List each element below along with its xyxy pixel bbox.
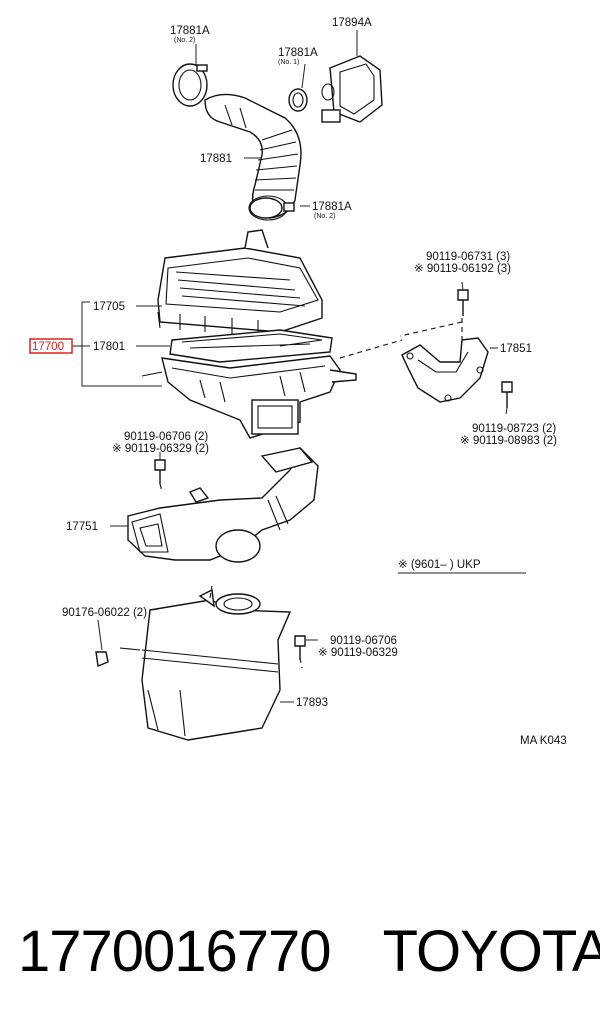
label-17851: 17851 — [500, 343, 532, 355]
label-17705: 17705 — [93, 301, 125, 313]
label-90119-06192: ※ 90119-06192 (3) — [414, 263, 511, 275]
air-hose-part[interactable] — [204, 93, 302, 219]
intake-duct-part[interactable] — [127, 446, 319, 563]
air-cleaner-case-part[interactable] — [141, 355, 357, 439]
label-90119-06329-2: ※ 90119-06329 (2) — [112, 443, 209, 455]
bracket-part[interactable] — [401, 337, 489, 403]
air-cleaner-cap-part[interactable] — [157, 229, 323, 336]
leader-lines — [72, 30, 526, 703]
label-90176-06022: 90176-06022 (2) — [62, 607, 147, 619]
label-90119-06329: ※ 90119-06329 — [318, 647, 398, 659]
clamp-low-part[interactable] — [248, 195, 295, 221]
label-17881A-mid: 17881A — [278, 47, 318, 59]
nut-part[interactable] — [95, 651, 109, 667]
label-17751: 17751 — [66, 521, 98, 533]
label-17881A-top-sub: (No. 2) — [174, 37, 195, 44]
label-90119-06731: 90119-06731 (3) — [426, 251, 510, 263]
label-90119-06706: 90119-06706 — [330, 635, 397, 647]
clamp-mid-part[interactable] — [288, 88, 308, 112]
label-17881A-low: 17881A — [312, 201, 352, 213]
bolt-left-part[interactable] — [154, 459, 166, 484]
bolt-right-part[interactable] — [501, 381, 513, 408]
air-filter-element-part[interactable] — [169, 329, 333, 363]
label-90119-06706-2: 90119-06706 (2) — [124, 431, 208, 443]
parts-diagram: 17881A (No. 2) 17894A 17881A (No. 1) 178… — [29, 17, 567, 747]
bolt-lower-part[interactable] — [294, 635, 306, 660]
label-90119-08983: ※ 90119-08983 (2) — [460, 435, 557, 447]
label-17881: 17881 — [200, 153, 232, 165]
label-17881A-top: 17881A — [170, 25, 210, 37]
resonator-part[interactable] — [321, 55, 383, 123]
brand-text: TOYOTA — [382, 919, 600, 984]
label-17881A-mid-sub: (No. 1) — [278, 59, 299, 66]
label-90119-08723: 90119-08723 (2) — [472, 423, 556, 435]
bolt-top-part[interactable] — [457, 289, 469, 316]
lower-case-part[interactable] — [119, 588, 292, 741]
clamp-top-part[interactable] — [172, 63, 208, 107]
footer-caption: 1770016770 TOYOTA — [18, 918, 600, 988]
label-17893: 17893 — [296, 697, 328, 709]
label-ref-code: MA K043 — [520, 735, 567, 747]
label-note-ukp: ※ (9601– ) UKP — [398, 559, 481, 571]
label-17881A-low-sub: (No. 2) — [314, 213, 335, 220]
label-17700: 17700 — [32, 341, 64, 353]
label-17801: 17801 — [93, 341, 125, 353]
part-number-text: 1770016770 — [18, 919, 332, 984]
highlight-box — [29, 338, 73, 354]
dashed-lines — [159, 318, 463, 669]
label-17894A: 17894A — [332, 17, 372, 29]
